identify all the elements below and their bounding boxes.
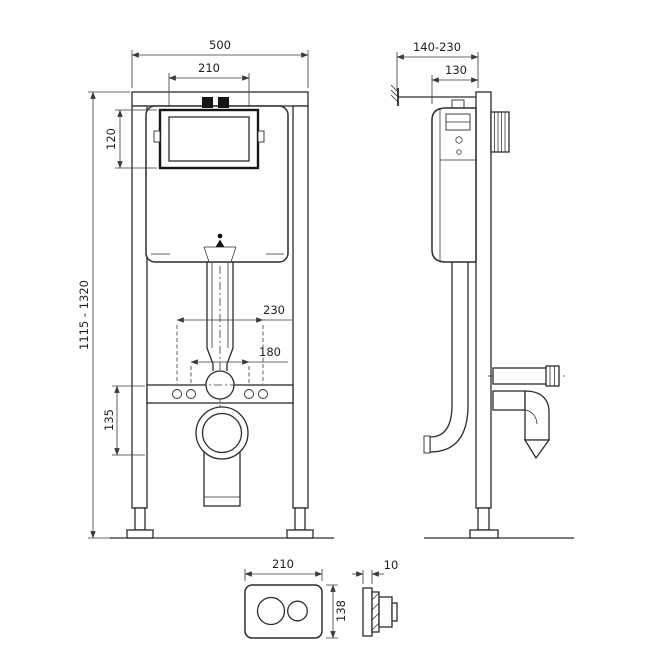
mounting-block (490, 111, 510, 153)
dim-120-label: 120 (104, 128, 118, 150)
outlet-connector-elbow (524, 390, 550, 441)
panel-tab-right (257, 130, 265, 143)
left-foot-plate (126, 529, 154, 539)
dim-height-extensions (88, 91, 130, 539)
drain-circle-inner (201, 412, 243, 454)
access-panel-outer (158, 108, 260, 170)
front-view: 500 210 120 1115 - 1320 230 180 (77, 38, 334, 539)
left-leg (134, 507, 146, 531)
flush-pipe-inner-lines (211, 262, 229, 348)
flush-bend-gasket (545, 365, 560, 387)
plate-mechanism-tab (391, 602, 398, 622)
fixing-hole-outer-left (172, 389, 182, 399)
dim-thickness-extensions (362, 570, 373, 584)
plate-side-dimensions: 10 (352, 558, 398, 584)
dim-130-label: 130 (445, 63, 467, 77)
wall-hatch (390, 84, 399, 103)
cistern-side-lines (439, 108, 476, 262)
right-foot-plate (286, 529, 314, 539)
frame-side (469, 91, 499, 539)
access-panel (153, 97, 265, 170)
dim-plate-height-label: 138 (334, 600, 348, 622)
flush-plate-side-view: 10 (352, 558, 398, 637)
flush-bend-pipe (492, 367, 548, 385)
pushrod-housing (451, 99, 465, 109)
flush-button-large (256, 596, 286, 626)
dim-135-label: 135 (102, 409, 116, 431)
dim-230-extensions (176, 325, 264, 384)
gasket-ribs (549, 366, 555, 386)
dim-230-label: 230 (263, 303, 285, 317)
flush-elbow (429, 404, 469, 453)
cistern-side-body (431, 107, 477, 263)
plate-front-dimensions: 210 138 (244, 557, 348, 639)
fixing-hole-outer-right (258, 389, 268, 399)
dim-180-label: 180 (259, 345, 281, 359)
mounting-block-hatch (494, 112, 506, 152)
frame-rail-side (475, 91, 492, 509)
outlet-connector-spigot (523, 439, 551, 460)
plate-side-hatch (371, 592, 380, 631)
right-leg (294, 507, 306, 531)
dim-thickness-label: 10 (384, 558, 399, 572)
valve-knob-upper (455, 136, 463, 144)
plate-side-panel (362, 587, 373, 637)
dim-500-label: 500 (209, 38, 231, 52)
dim-height-label: 1115 - 1320 (77, 280, 91, 350)
flush-button-small (287, 600, 308, 622)
panel-tab-left (153, 130, 161, 143)
dim-180-extensions (190, 366, 250, 384)
cistern-side (431, 99, 477, 263)
flush-pipe-front (198, 262, 242, 468)
fixing-hole-inner-left (186, 389, 196, 399)
elbow-socket (423, 435, 431, 454)
dim-500-extensions (131, 50, 309, 88)
dim-depth-range-label: 140-230 (413, 40, 461, 54)
flush-pipe-side (423, 262, 469, 454)
side-dimensions: 140-230 130 (396, 40, 479, 104)
fixing-hole-inner-right (244, 389, 254, 399)
flush-plate-front-view: 210 138 (244, 557, 348, 639)
valve-knob-lower (456, 149, 462, 155)
flush-pipe-outline (206, 262, 234, 371)
frame-left-rail (131, 105, 148, 509)
dim-plate-width-label: 210 (272, 557, 294, 571)
flush-plate-body (244, 584, 323, 639)
side-view: 140-230 130 (390, 40, 574, 539)
flush-symbol-icon (215, 233, 225, 247)
access-panel-inner (168, 116, 250, 162)
leg-side (477, 507, 490, 531)
drain-outlet-front (195, 406, 249, 507)
frame-right-rail (292, 105, 309, 509)
flush-symbol-head (217, 233, 223, 239)
wall-bracket (390, 84, 510, 153)
fixing-holes (172, 389, 268, 399)
foot-plate-side (469, 529, 499, 539)
flush-symbol-body (215, 239, 225, 247)
pan-connectors (488, 365, 566, 460)
panel-fixing-block-left (202, 97, 213, 108)
dim-210-label: 210 (198, 61, 220, 75)
front-dimensions: 500 210 120 1115 - 1320 230 180 (77, 38, 309, 539)
flush-pipe-side-lines (451, 262, 469, 405)
panel-fixing-block-right (218, 97, 229, 108)
drain-circle-outer (195, 406, 249, 460)
plate-mechanism-box (378, 596, 393, 628)
outlet-connector-inner-curve (524, 409, 538, 425)
outlet-connector-horizontal (492, 390, 526, 411)
